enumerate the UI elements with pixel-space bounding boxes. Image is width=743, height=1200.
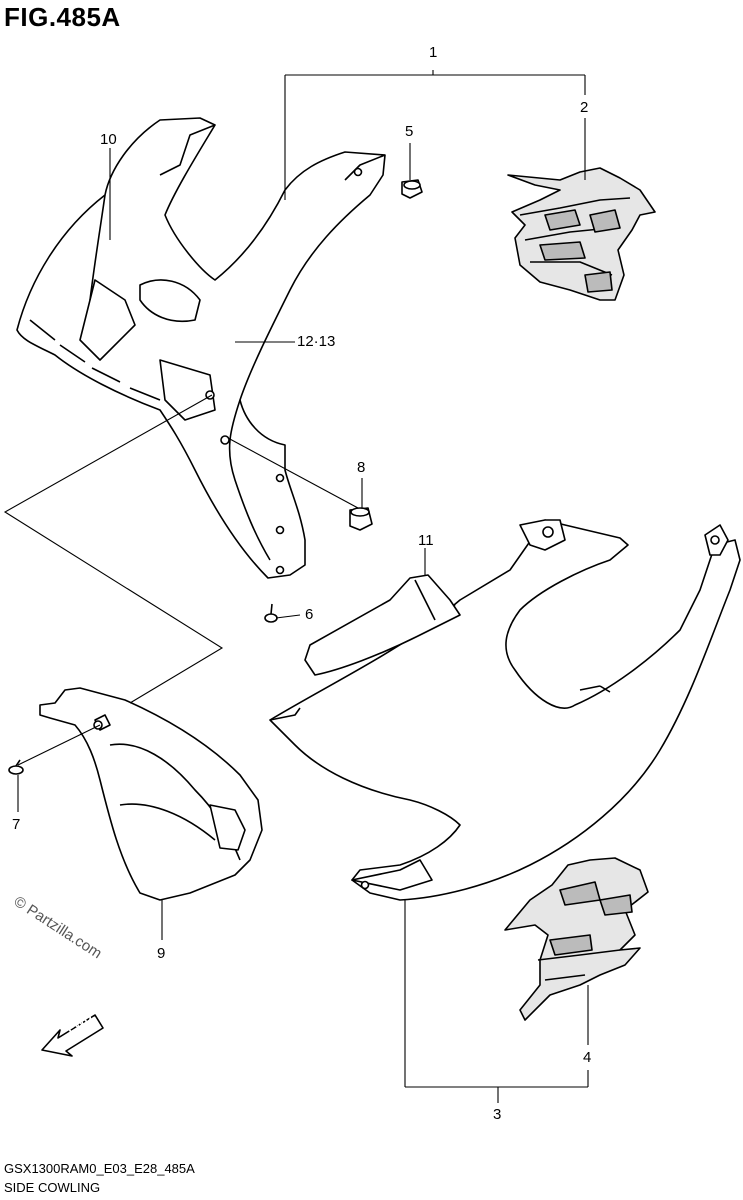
- clip-part-7: [8, 759, 24, 775]
- figure-caption: SIDE COWLING: [4, 1180, 101, 1195]
- callout-1: 1: [429, 44, 438, 61]
- upper-side-cowling-part: [16, 117, 386, 579]
- callout-12-13: 12·13: [297, 333, 336, 350]
- figure-title: FIG.485A: [4, 2, 121, 32]
- grommet-part-8: [349, 507, 373, 531]
- bracket-part-11: [304, 574, 461, 676]
- lower-decal-part: [504, 857, 649, 1021]
- callout-9: 9: [157, 945, 166, 962]
- upper-decal-part: [507, 167, 656, 301]
- callout-8: 8: [357, 459, 366, 476]
- leader-lines: [3, 70, 589, 1103]
- lower-side-cowling-part: [269, 519, 741, 901]
- callout-6: 6: [305, 606, 314, 623]
- callout-11: 11: [418, 532, 434, 549]
- fwd-arrow-icon: [41, 1014, 104, 1057]
- model-code: GSX1300RAM0_E03_E28_485A: [4, 1161, 195, 1176]
- screw-part-6: [264, 603, 278, 623]
- inner-cover-part: [39, 687, 263, 901]
- nut-part-5: [401, 179, 423, 199]
- callout-5: 5: [405, 123, 414, 140]
- callout-10: 10: [100, 131, 117, 148]
- callout-7: 7: [12, 816, 21, 833]
- callout-3: 3: [493, 1106, 502, 1123]
- callout-4: 4: [583, 1049, 592, 1066]
- callout-2: 2: [580, 99, 589, 116]
